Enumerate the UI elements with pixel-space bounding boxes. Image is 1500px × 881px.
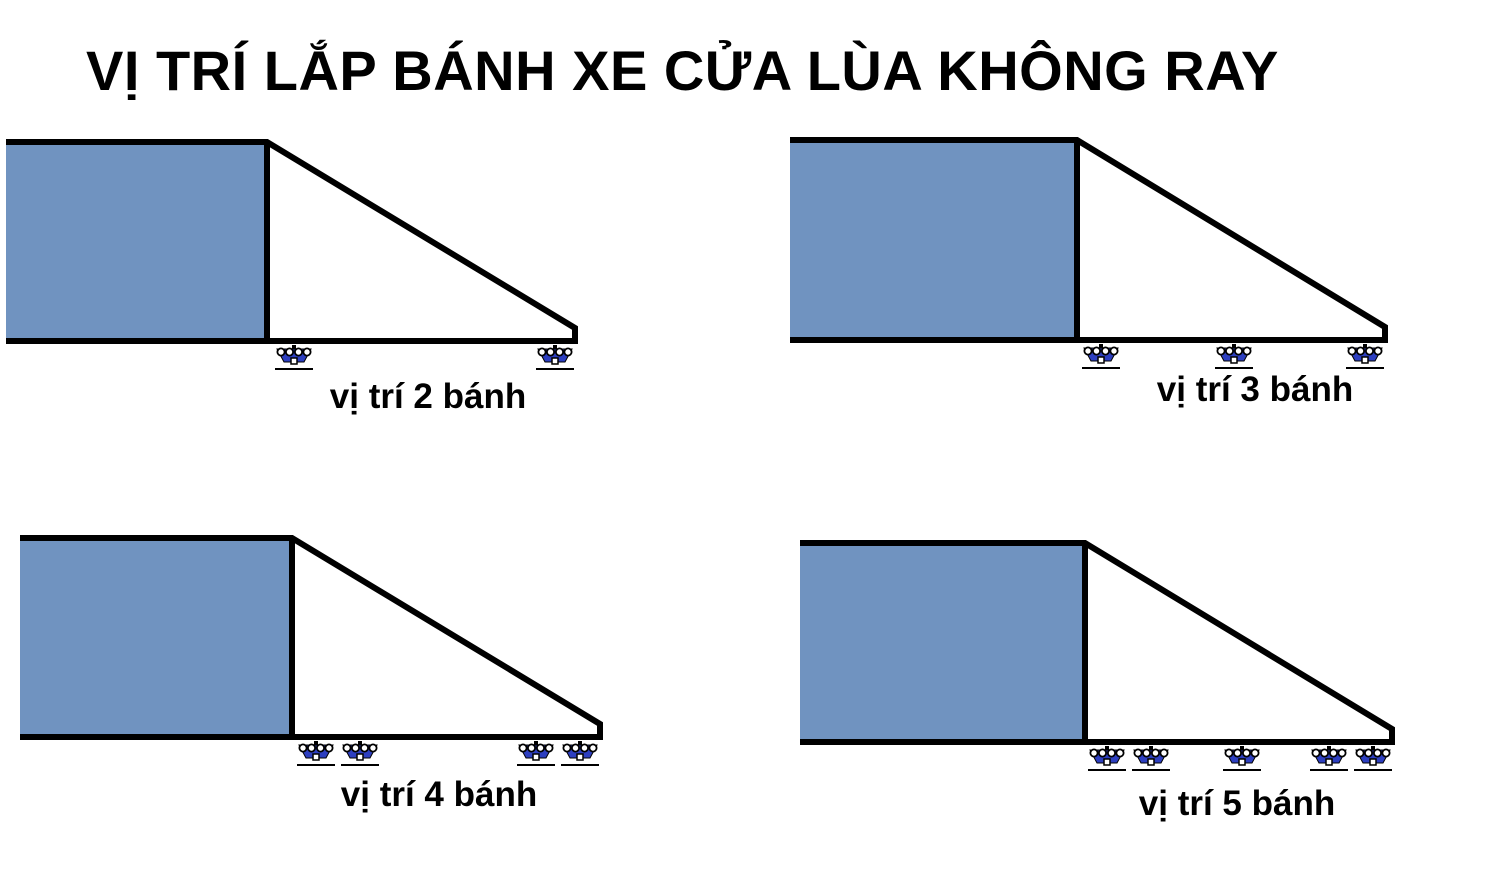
- gate-diagram-4-wheels: vị trí 4 bánh: [20, 535, 603, 814]
- caster-wheel-icon: [1310, 746, 1348, 771]
- page-title: VỊ TRÍ LẮP BÁNH XE CỬA LÙA KHÔNG RAY: [86, 39, 1279, 102]
- door-panel: [790, 140, 1077, 340]
- gate-frame-outline: [20, 535, 603, 740]
- caster-wheel-icon: [1354, 746, 1392, 771]
- caster-wheel-icon: [561, 741, 599, 766]
- gate-frame-outline: [790, 137, 1388, 343]
- gate-diagram-5-wheels: vị trí 5 bánh: [800, 540, 1395, 823]
- caster-wheel-icon: [297, 741, 335, 766]
- caption-3-wheels: vị trí 3 bánh: [1157, 370, 1353, 409]
- gate-diagram-3-wheels: vị trí 3 bánh: [790, 137, 1388, 409]
- caster-wheel-icon: [1088, 746, 1126, 771]
- caption-5-wheels: vị trí 5 bánh: [1139, 784, 1335, 823]
- gate-frame-outline: [800, 540, 1395, 745]
- gate-frame-outline: [6, 139, 578, 344]
- door-panel: [20, 538, 292, 737]
- caster-wheel-icon: [341, 741, 379, 766]
- caster-wheel-icon: [1215, 344, 1253, 369]
- door-panel: [6, 142, 267, 341]
- door-panel: [800, 543, 1085, 742]
- caption-2-wheels: vị trí 2 bánh: [330, 377, 526, 416]
- caster-wheel-icon: [536, 345, 574, 370]
- caster-wheel-icon: [275, 345, 313, 370]
- caster-wheel-icon: [1346, 344, 1384, 369]
- caster-wheel-icon: [517, 741, 555, 766]
- caster-wheel-icon: [1223, 746, 1261, 771]
- gate-diagram-2-wheels: vị trí 2 bánh: [6, 139, 578, 416]
- caster-wheel-icon: [1082, 344, 1120, 369]
- caster-wheel-icon: [1132, 746, 1170, 771]
- caption-4-wheels: vị trí 4 bánh: [341, 775, 537, 814]
